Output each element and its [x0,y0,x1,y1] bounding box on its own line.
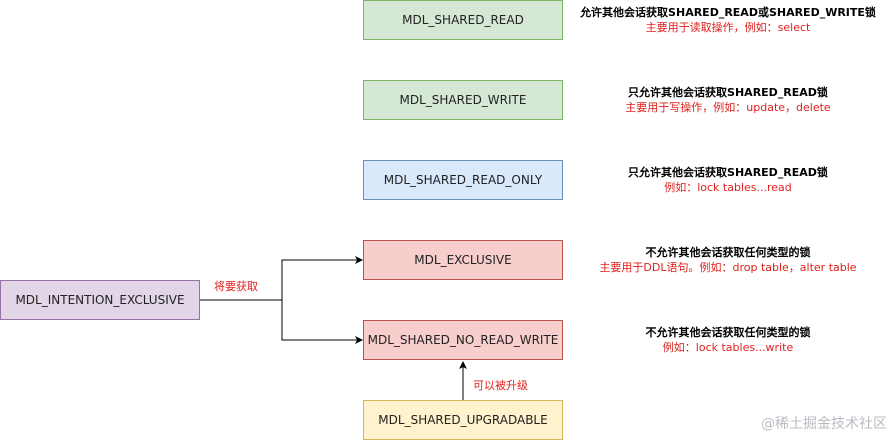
note-shared-read-only: 只允许其他会话获取SHARED_READ锁 例如：lock tables...r… [578,165,878,195]
note-title: 允许其他会话获取SHARED_READ或SHARED_WRITE锁 [580,6,876,19]
upgrade-label: 可以被升级 [473,377,528,393]
mdl-shared-upgradable-box[interactable]: MDL_SHARED_UPGRADABLE [363,400,563,440]
note-title: 不允许其他会话获取任何类型的锁 [645,326,811,339]
note-title: 不允许其他会话获取任何类型的锁 [645,246,811,259]
mdl-intention-exclusive-box[interactable]: MDL_INTENTION_EXCLUSIVE [0,280,200,320]
mdl-shared-read-only-box[interactable]: MDL_SHARED_READ_ONLY [363,160,563,200]
note-description: 主要用于读取操作，例如：select [645,21,811,34]
mdl-shared-no-read-write-box[interactable]: MDL_SHARED_NO_READ_WRITE [363,320,563,360]
note-title: 只允许其他会话获取SHARED_READ锁 [628,86,828,99]
arrow-to-no-read-write [281,300,363,344]
note-shared-no-read-write: 不允许其他会话获取任何类型的锁 例如：lock tables...write [578,325,878,355]
note-description: 主要用于DDL语句。例如：drop table，alter table [599,261,857,274]
note-description: 例如：lock tables...read [664,181,792,194]
note-title: 只允许其他会话获取SHARED_READ锁 [628,166,828,179]
watermark: @稀土掘金技术社区 [761,416,887,432]
note-shared-read: 允许其他会话获取SHARED_READ或SHARED_WRITE锁 主要用于读取… [578,5,878,35]
note-description: 主要用于写操作，例如：update，delete [625,101,831,114]
note-description: 例如：lock tables...write [662,341,794,354]
mdl-exclusive-box[interactable]: MDL_EXCLUSIVE [363,240,563,280]
mdl-shared-write-box[interactable]: MDL_SHARED_WRITE [363,80,563,120]
note-exclusive: 不允许其他会话获取任何类型的锁 主要用于DDL语句。例如：drop table，… [578,245,878,275]
mdl-shared-read-box[interactable]: MDL_SHARED_READ [363,0,563,40]
acquire-label: 将要获取 [214,278,258,294]
arrow-to-exclusive [281,256,363,300]
note-shared-write: 只允许其他会话获取SHARED_READ锁 主要用于写操作，例如：update，… [578,85,878,115]
